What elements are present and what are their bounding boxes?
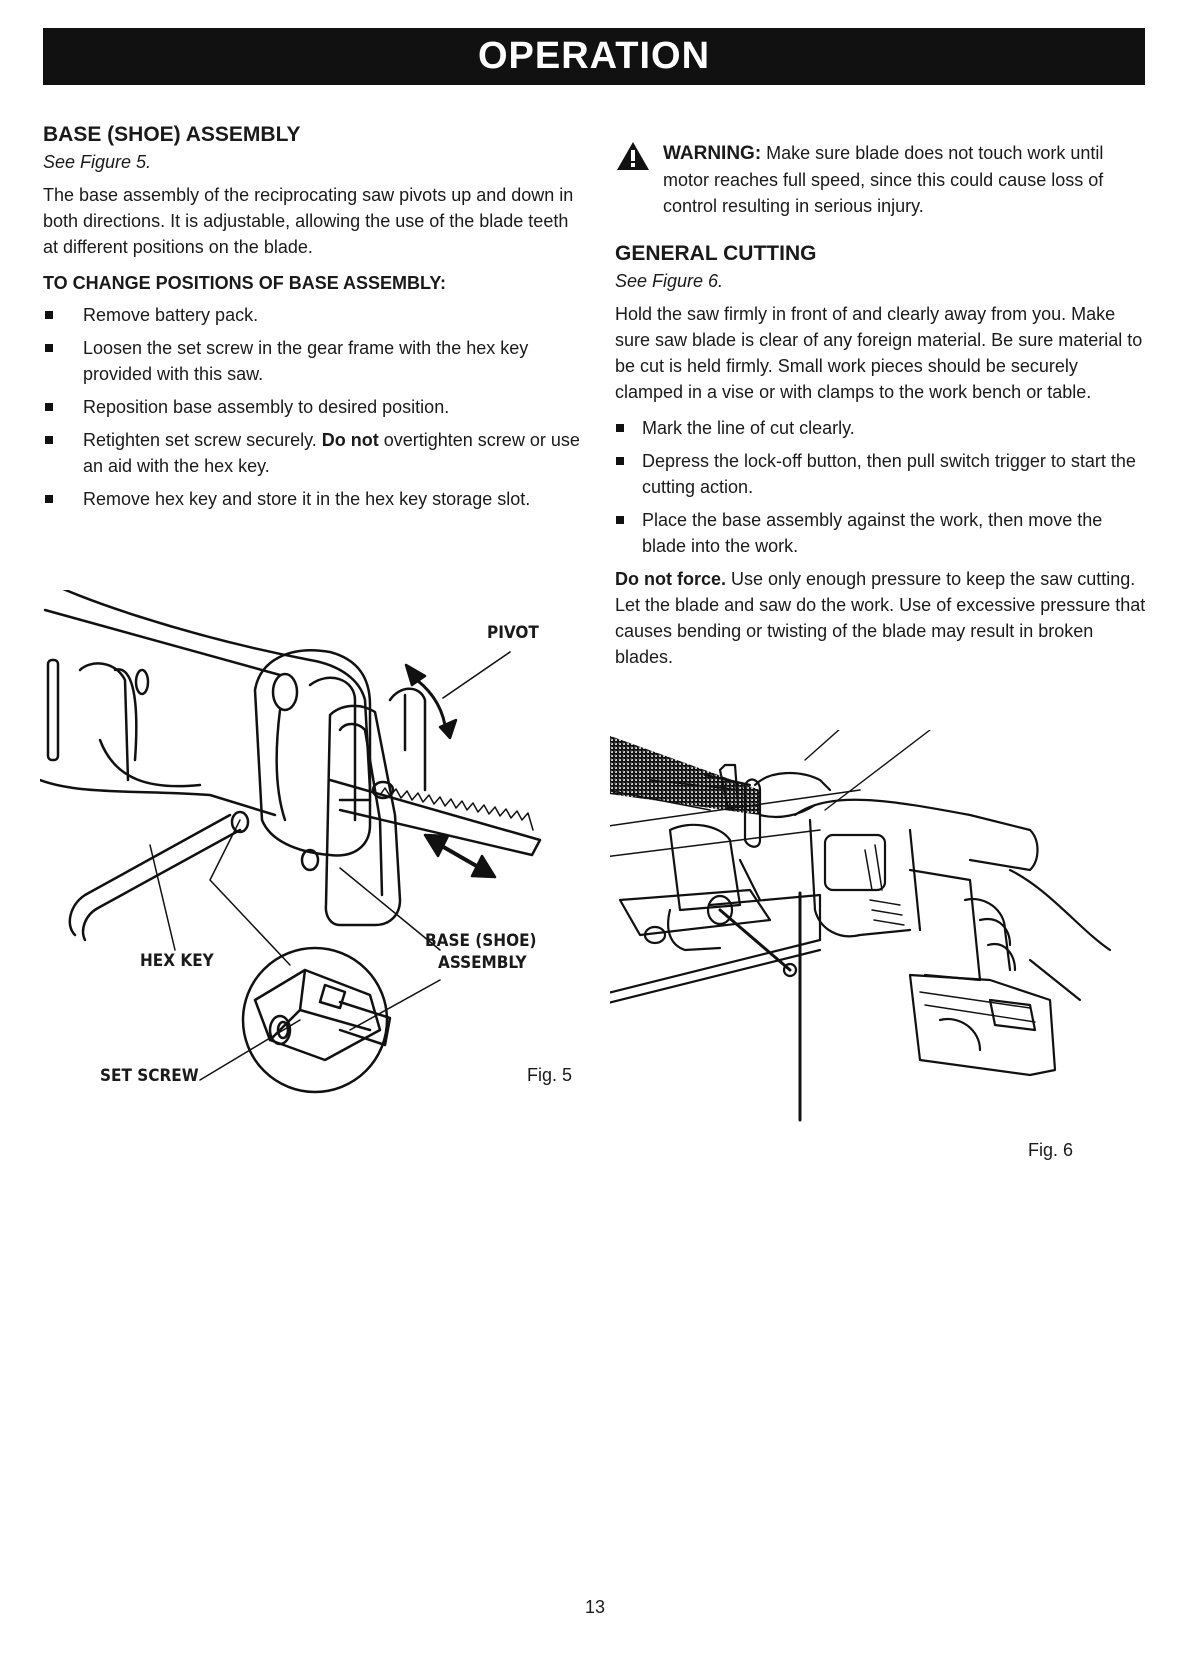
saw-cutting-illustration: [610, 730, 1112, 1122]
list-item-text: Mark the line of cut clearly.: [642, 418, 855, 438]
bullet-icon: [616, 424, 624, 432]
list-item: Mark the line of cut clearly.: [615, 415, 1150, 441]
right-column: WARNING: Make sure blade does not touch …: [615, 140, 1150, 680]
bullet-icon: [45, 403, 53, 411]
change-positions-list: Remove battery pack. Loosen the set scre…: [43, 302, 583, 512]
base-assembly-paragraph: The base assembly of the reciprocating s…: [43, 185, 574, 257]
figure-5: PIVOT HEX KEY BASE (SHOE) ASSEMBLY SET S…: [40, 590, 585, 1170]
do-not-force-paragraph: Do not force. Use only enough pressure t…: [615, 566, 1150, 670]
change-positions-subheading: TO CHANGE POSITIONS OF BASE ASSEMBLY:: [43, 273, 447, 293]
figure-6-label: Fig. 6: [1028, 1140, 1074, 1160]
list-item: Place the base assembly against the work…: [615, 507, 1150, 559]
list-item: Retighten set screw securely. Do not ove…: [43, 427, 583, 479]
section-banner: OPERATION: [43, 28, 1145, 85]
do-not-force-text: Use only enough pressure to keep the saw…: [615, 569, 1146, 667]
list-item: Remove battery pack.: [43, 302, 583, 328]
list-item-text: Place the base assembly against the work…: [642, 510, 1103, 556]
list-item-emphasis: Do not: [321, 430, 379, 450]
general-cutting-paragraph: Hold the saw firmly in front of and clea…: [615, 304, 1143, 402]
figure-6: Fig. 6: [610, 730, 1150, 1210]
bullet-icon: [45, 311, 53, 319]
list-item: Reposition base assembly to desired posi…: [43, 394, 583, 420]
list-item-text: overtighten screw or use an aid with the…: [83, 430, 580, 476]
list-item-text: Reposition base assembly to desired posi…: [83, 397, 450, 417]
warning-triangle-icon: [617, 142, 649, 170]
bullet-icon: [616, 516, 624, 524]
general-cutting-heading: GENERAL CUTTING: [615, 242, 817, 265]
callout-set-screw: SET SCREW: [100, 1066, 199, 1086]
callout-base-shoe-line1: BASE (SHOE): [425, 931, 537, 951]
bullet-icon: [616, 457, 624, 465]
callout-pivot: PIVOT: [487, 623, 539, 643]
list-item-text: Remove battery pack.: [83, 305, 259, 325]
list-item: Depress the lock-off button, then pull s…: [615, 448, 1150, 500]
see-figure-5: See Figure 5.: [43, 152, 152, 172]
general-cutting-list: Mark the line of cut clearly. Depress th…: [615, 415, 1150, 559]
warning-text: Make sure blade does not touch work unti…: [663, 143, 1104, 216]
list-item-text: Remove hex key and store it in the hex k…: [83, 489, 531, 509]
bullet-icon: [45, 436, 53, 444]
bullet-icon: [45, 495, 53, 503]
banner-title: OPERATION: [477, 35, 711, 77]
page-number: 13: [584, 1597, 606, 1617]
see-figure-6: See Figure 6.: [615, 271, 724, 291]
list-item-text: Depress the lock-off button, then pull s…: [642, 451, 1136, 497]
warning-label: WARNING:: [663, 143, 762, 164]
warning-box: WARNING: Make sure blade does not touch …: [615, 140, 1150, 219]
base-assembly-section: BASE (SHOE) ASSEMBLY See Figure 5. The b…: [43, 122, 583, 519]
bullet-icon: [45, 344, 53, 352]
list-item: Remove hex key and store it in the hex k…: [43, 486, 583, 512]
base-assembly-heading: BASE (SHOE) ASSEMBLY: [43, 123, 301, 146]
list-item-text: Retighten set screw securely.: [83, 430, 322, 450]
reciprocating-saw-illustration: [40, 590, 542, 1094]
figure-5-label: Fig. 5: [527, 1065, 573, 1085]
list-item: Loosen the set screw in the gear frame w…: [43, 335, 583, 387]
callout-base-shoe-line2: ASSEMBLY: [438, 953, 527, 973]
list-item-text: Loosen the set screw in the gear frame w…: [83, 338, 529, 384]
callout-hex-key: HEX KEY: [140, 951, 214, 971]
do-not-force-emphasis: Do not force.: [615, 569, 726, 589]
